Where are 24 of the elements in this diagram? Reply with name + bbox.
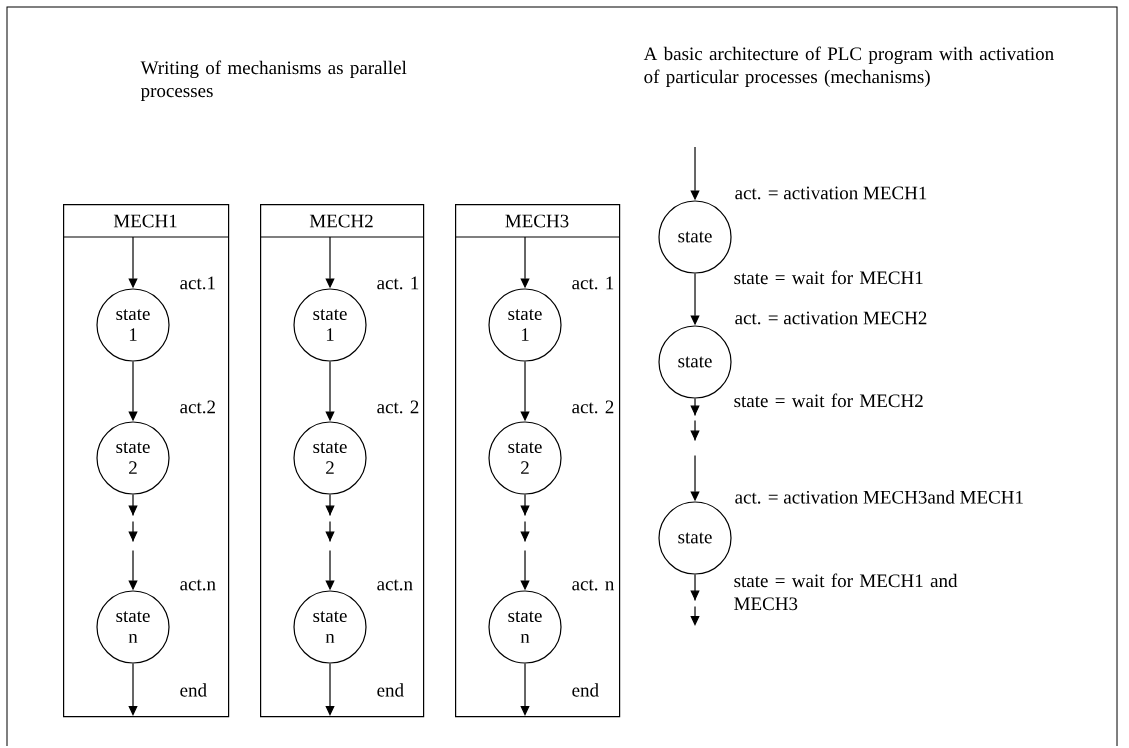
edge-label: act.2	[178, 399, 217, 415]
edge-label: end	[570, 682, 601, 698]
edge-label: act. = activation MECH2	[733, 310, 929, 326]
heading: A basic architecture of PLC program with activation of particular processes (mechanisms)	[643, 46, 1054, 88]
edge-label: end	[178, 682, 209, 698]
edge-label: act. 1	[570, 275, 616, 291]
arrow	[325, 663, 335, 716]
arrow	[128, 663, 138, 716]
edge-label: act. = activation MECH3and MECH1	[733, 489, 1025, 505]
heading: Writing of mechanisms as parallel processes	[140, 60, 407, 102]
state-note: state = wait for MECH1	[734, 270, 923, 285]
edge-label: act.n	[178, 578, 217, 592]
edge-label: act. 2	[570, 399, 616, 415]
edge-label: end	[375, 682, 406, 698]
edge-label: act.1	[178, 275, 217, 291]
edge-label: act. 2	[375, 399, 421, 415]
arrow	[520, 663, 530, 716]
edge-label: act. n	[570, 578, 616, 592]
arrow	[690, 574, 700, 626]
edge-label: act. = activation MECH1	[733, 185, 929, 201]
state-note: state = wait for MECH2	[734, 393, 923, 408]
edge-label: act.n	[375, 578, 414, 592]
state-note: state = wait for MECH1 and MECH3	[734, 573, 958, 611]
edge-label: act. 1	[375, 275, 421, 291]
